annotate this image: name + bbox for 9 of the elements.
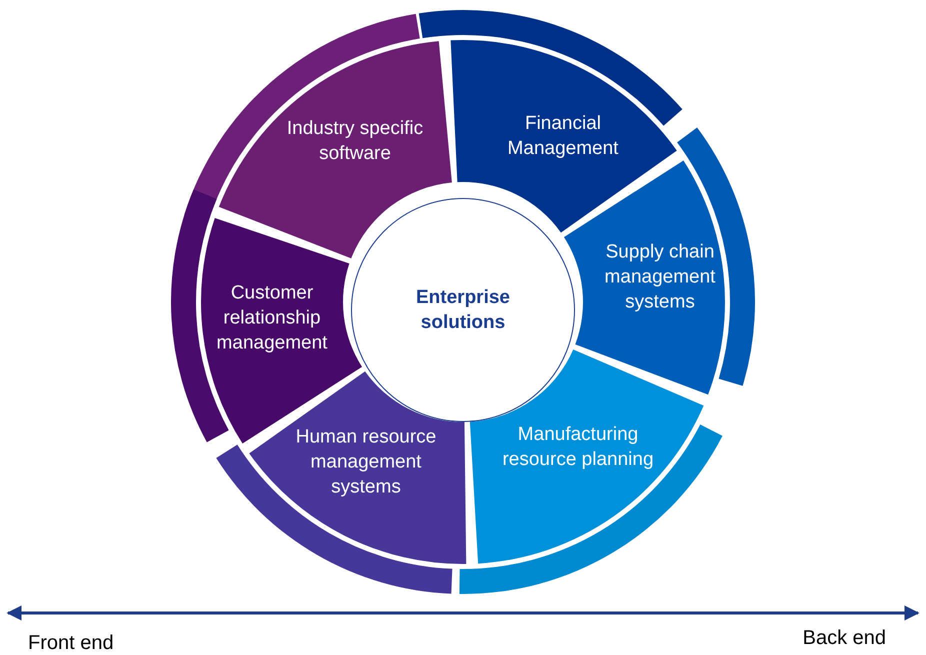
segment-label: Industry specific software — [286, 117, 424, 166]
segment-label: Supply chain management systems — [604, 240, 716, 314]
axis-end-label: Back end — [802, 627, 886, 650]
axis-end-label: Front end — [28, 632, 114, 655]
segment-label: Human resource management systems — [294, 426, 438, 500]
segment-label: Customer relationship management — [216, 282, 328, 356]
segment-label: Manufacturing resource planning — [501, 423, 655, 472]
segment-label: Financial Management — [506, 112, 620, 161]
center-title: Enterprise solutions — [415, 286, 511, 335]
